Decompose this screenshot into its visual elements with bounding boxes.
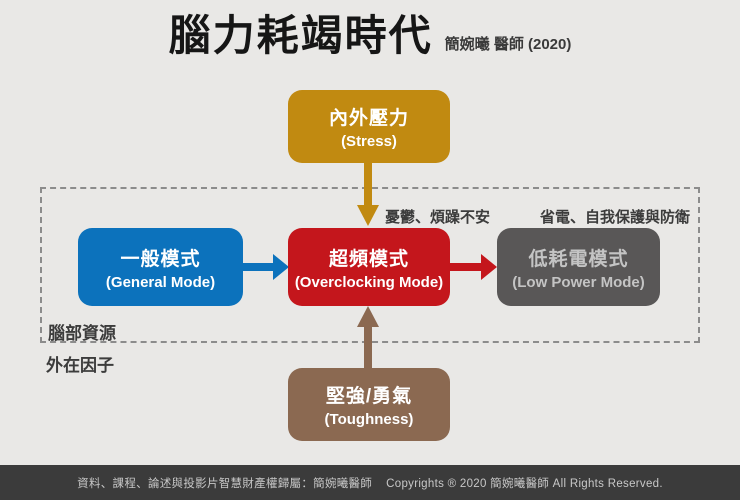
- footer-copyright: Copyrights ® 2020 簡婉曦醫師 All Rights Reser…: [386, 477, 663, 490]
- general-arrow-stem: [242, 263, 274, 271]
- general-arrow-right-icon: [273, 254, 289, 280]
- overclocking-arrow-stem: [450, 263, 482, 271]
- low-power-mode-label-en: (Low Power Mode): [512, 273, 645, 291]
- overclocking-annotation: 憂鬱、煩躁不安: [385, 209, 491, 226]
- stress-arrow-stem: [364, 163, 372, 206]
- author-credit: 簡婉曦 醫師 (2020): [444, 36, 572, 54]
- toughness-node-label-zh: 堅強/勇氣: [325, 386, 413, 407]
- footer-attribution: 資料、課程、論述與投影片智慧財產權歸屬：簡婉曦醫師: [77, 477, 373, 490]
- header: 腦力耗竭時代 簡婉曦 醫師 (2020): [0, 12, 740, 60]
- footer: 資料、課程、論述與投影片智慧財產權歸屬：簡婉曦醫師 Copyrights ® 2…: [0, 465, 740, 500]
- low-power-annotation: 省電、自我保護與防衛: [540, 209, 691, 226]
- stress-node-label-zh: 內外壓力: [328, 108, 409, 129]
- overclocking-arrow-right-icon: [481, 254, 497, 280]
- toughness-arrow-stem: [364, 326, 372, 368]
- external-factor-label: 外在因子: [46, 356, 114, 375]
- low-power-mode-label-zh: 低耗電模式: [528, 248, 629, 270]
- general-mode-label-zh: 一般模式: [120, 248, 201, 270]
- general-mode-node: 一般模式 (General Mode): [78, 228, 243, 306]
- page-title: 腦力耗竭時代: [168, 12, 433, 59]
- overclocking-mode-label-en: (Overclocking Mode): [294, 273, 444, 291]
- toughness-node-label-en: (Toughness): [324, 411, 414, 428]
- stress-node-label-en: (Stress): [341, 133, 397, 150]
- overclocking-mode-label-zh: 超頻模式: [328, 248, 409, 270]
- overclocking-mode-node: 超頻模式 (Overclocking Mode): [288, 228, 450, 306]
- toughness-arrow-up-icon: [357, 306, 379, 327]
- toughness-node: 堅強/勇氣 (Toughness): [288, 368, 450, 441]
- stress-node: 內外壓力 (Stress): [288, 90, 450, 163]
- general-mode-label-en: (General Mode): [105, 273, 216, 291]
- stress-arrow-down-icon: [357, 205, 379, 226]
- low-power-mode-node: 低耗電模式 (Low Power Mode): [497, 228, 660, 306]
- brain-resource-label: 腦部資源: [48, 324, 116, 343]
